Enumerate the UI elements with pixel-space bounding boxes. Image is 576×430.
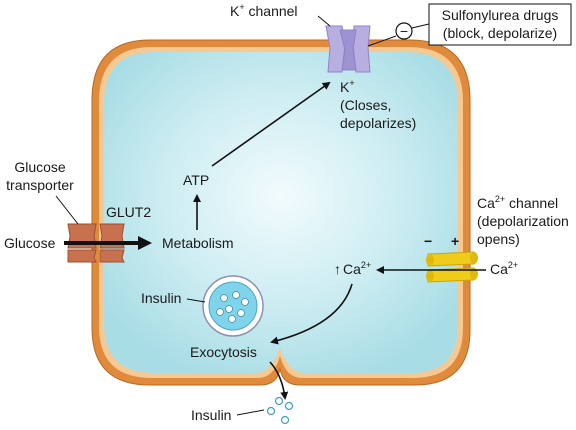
svg-text:Sulfonylurea drugs: Sulfonylurea drugs (442, 7, 559, 23)
insulin-released-label: Insulin (191, 407, 231, 423)
cytoplasm (104, 52, 458, 373)
ca-channel-line2: (depolarization (477, 213, 569, 229)
glut2-label: GLUT2 (106, 204, 151, 220)
k-closes-line1: (Closes, (340, 97, 391, 113)
svg-text:−: − (400, 23, 408, 39)
k-channel-label: K+ channel (230, 2, 298, 19)
exocytosis-arrow (269, 361, 289, 400)
glucose-transporter-line1: Glucose (14, 159, 66, 175)
insulin-vesicle-label: Insulin (141, 290, 181, 306)
released-insulin-granules (266, 396, 294, 425)
exocytosis-label: Exocytosis (190, 344, 257, 360)
k-closes-line2: depolarizes) (340, 115, 416, 131)
metabolism-label: Metabolism (162, 235, 234, 251)
ca-channel-line1: Ca2+ channel (477, 194, 558, 211)
inhibition-sign: − (395, 22, 413, 40)
ca-to-exocytosis-arrow (270, 283, 353, 345)
glucose-transporter-line2: transporter (6, 177, 74, 193)
svg-text:(block, depolarize): (block, depolarize) (443, 25, 557, 41)
k-channel (325, 25, 371, 73)
insulin-vesicle (202, 275, 264, 337)
minus-sign: − (424, 233, 432, 249)
atp-label: ATP (183, 172, 209, 188)
sulfonylurea-box: Sulfonylurea drugs (block, depolarize) (428, 3, 572, 46)
ca-channel (426, 251, 478, 283)
ca-channel-line3: opens) (477, 231, 520, 247)
cell-membrane (91, 39, 471, 386)
ca-outside-label: Ca2+ (490, 260, 518, 277)
glucose-label: Glucose (4, 235, 56, 251)
plus-sign: + (451, 233, 459, 249)
k-ion-label: K+ (340, 78, 355, 95)
atp-to-k-channel-arrow (211, 81, 331, 167)
ca-inside-label: ↑Ca2+ (334, 260, 371, 277)
